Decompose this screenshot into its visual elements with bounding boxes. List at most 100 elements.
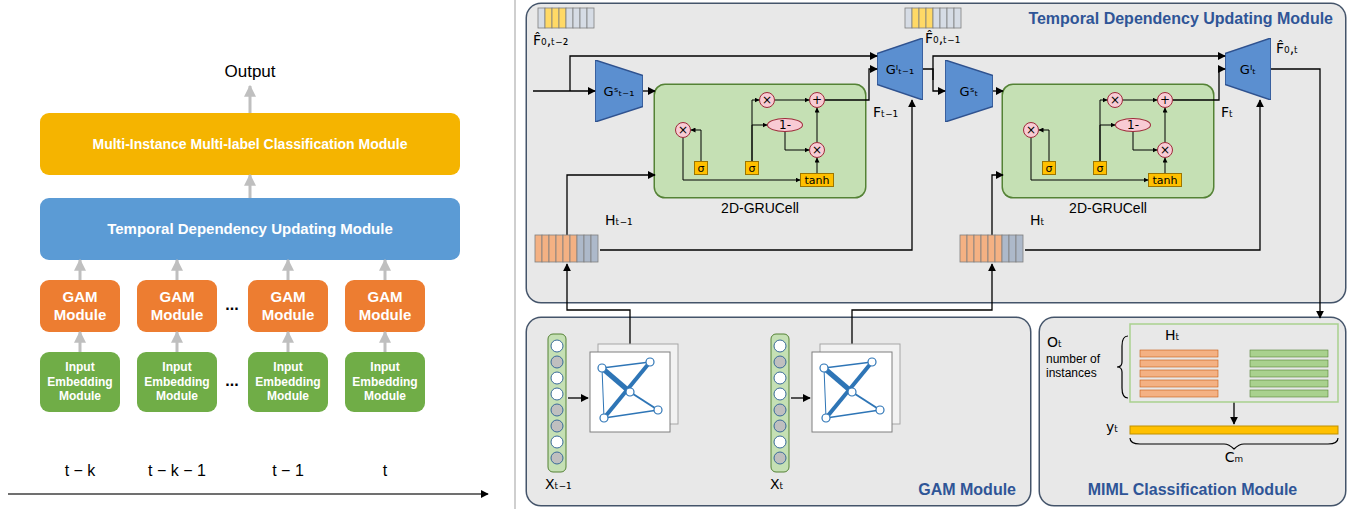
node-text: ×	[1110, 94, 1120, 106]
operator-circle: ×	[809, 142, 825, 158]
connector	[176, 260, 179, 280]
feature-vector-icon	[947, 8, 954, 28]
module-box: GAM Module	[345, 280, 425, 332]
gate-trapezoid: Gˢₜ₋₁	[595, 60, 643, 122]
annotation-label: t − 1	[272, 462, 304, 480]
graph-icon	[602, 368, 604, 418]
node-text: GAM Module	[44, 288, 116, 324]
feature-vector-icon	[1016, 235, 1023, 262]
connector	[1100, 100, 1107, 161]
input-vector-icon	[771, 334, 789, 472]
input-vector-icon	[774, 436, 786, 448]
input-vector-icon	[774, 356, 786, 368]
node-text: 1-	[779, 119, 791, 131]
feature-vector-icon	[584, 235, 591, 262]
node-text: Input Embedding Module	[44, 360, 116, 403]
instance-matrix-frame	[1130, 324, 1338, 402]
input-vector-icon	[774, 420, 786, 432]
feature-vector-icon	[940, 8, 947, 28]
annotation-label: Xₜ₋₁	[545, 476, 572, 492]
activation-box: σ	[745, 161, 759, 175]
connector	[1271, 69, 1320, 318]
feature-vector-icon	[591, 235, 598, 262]
feature-vector-icon	[981, 235, 988, 262]
node-text: Input Embedding Module	[252, 360, 324, 403]
feature-vector-icon	[573, 8, 580, 28]
graph-icon	[820, 344, 900, 424]
panel-title: MIML Classification Module	[1040, 481, 1345, 499]
feature-vector-icon	[542, 235, 549, 262]
gru-cell: 2D-GRUCell××+1-×σσtanh	[1003, 85, 1213, 197]
module-box: GAM Module	[137, 280, 217, 332]
signal-wire	[533, 56, 1260, 424]
module-box: Input Embedding Module	[248, 352, 328, 412]
operator-circle: ×	[675, 122, 691, 138]
feature-vector-icon	[559, 8, 566, 28]
signal-wire	[533, 90, 595, 91]
feature-vector-icon	[556, 235, 563, 262]
bracket	[1117, 336, 1338, 449]
module-box: Temporal Dependency Updating Module	[40, 198, 460, 260]
node-text: ×	[812, 144, 822, 156]
graph-icon	[848, 388, 856, 396]
node-text: ×	[1026, 124, 1036, 136]
node-text: Temporal Dependency Updating Module	[107, 220, 393, 238]
graph-icon	[598, 364, 606, 372]
output-arrow	[249, 86, 252, 113]
connector	[384, 332, 387, 352]
gate-shape	[877, 38, 923, 100]
feature-vector-icon	[995, 235, 1002, 262]
activation-box: tanh	[1148, 173, 1182, 187]
feature-vector-icon	[912, 8, 919, 28]
node-text: Gˢₜ	[960, 84, 979, 99]
feature-vector-icon	[566, 8, 573, 28]
node-text: Gᴵₜ	[1240, 62, 1256, 77]
node-text: tanh	[805, 175, 830, 186]
input-vector-icon	[774, 404, 786, 416]
input-vector-icon	[551, 372, 563, 384]
signal-wire	[825, 99, 865, 100]
signal-wire	[567, 264, 630, 344]
connector	[643, 90, 655, 91]
connector	[1100, 125, 1115, 161]
graph-icon	[824, 368, 852, 392]
separator-line	[515, 0, 516, 509]
node-text: ×	[762, 94, 772, 106]
node-text: +	[812, 94, 822, 106]
instance-matrix	[1140, 350, 1328, 397]
input-vector-icon	[551, 452, 563, 464]
connector	[79, 332, 82, 352]
operator-circle: +	[809, 92, 825, 108]
node-text: σ	[1046, 163, 1053, 174]
graph-icon	[626, 388, 634, 396]
module-box: GAM Module	[40, 280, 120, 332]
annotation-label: t − k	[65, 462, 96, 480]
node-text: ×	[678, 124, 688, 136]
connector	[993, 90, 1003, 91]
panel-title: GAM Module	[918, 481, 1016, 499]
bracket	[1117, 336, 1128, 398]
feature-vector-icon	[538, 8, 545, 28]
instance-matrix	[1250, 360, 1328, 367]
instance-matrix	[1140, 380, 1218, 387]
instance-matrix	[1140, 390, 1218, 397]
label-vector-bar	[1130, 426, 1338, 434]
node-text: Input Embedding Module	[141, 360, 213, 403]
connector	[249, 175, 252, 198]
instance-matrix	[1140, 350, 1218, 357]
annotation-label: F̂₀,ₜ	[1276, 40, 1298, 56]
operator-ellipse: 1-	[1115, 118, 1151, 132]
feature-vector-icon	[563, 235, 570, 262]
feature-vector-icon	[988, 235, 995, 262]
feature-vector-icon	[1009, 235, 1016, 262]
connector	[775, 100, 809, 101]
gate-trapezoid: Gᴵₜ	[1225, 38, 1271, 100]
gate-trapezoid: Gˢₜ	[945, 60, 993, 122]
annotation-label: Hₜ	[1165, 327, 1180, 343]
graph-icon	[646, 358, 654, 366]
gate-trapezoid: Gᴵₜ₋₁	[877, 38, 923, 100]
instance-matrix	[1250, 380, 1328, 387]
connector	[785, 132, 809, 150]
signal-wire	[1173, 99, 1213, 100]
